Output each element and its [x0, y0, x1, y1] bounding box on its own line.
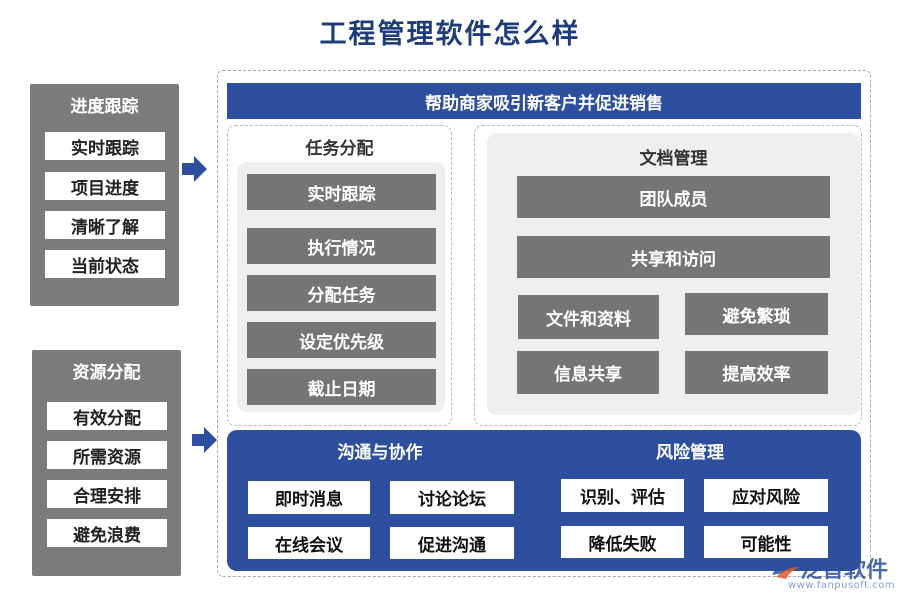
task-item: 截止日期	[247, 369, 436, 405]
doc-item: 信息共享	[517, 351, 659, 394]
list-item: 当前状态	[45, 250, 165, 278]
task-item: 设定优先级	[247, 322, 436, 358]
risk-item: 降低失败	[561, 526, 684, 558]
communication-item: 即时消息	[248, 481, 370, 514]
doc-item: 避免繁琐	[685, 293, 828, 335]
risk-title: 风险管理	[656, 443, 724, 463]
list-item: 有效分配	[47, 402, 167, 430]
brand-logo-icon	[772, 558, 800, 579]
risk-item: 可能性	[704, 526, 828, 558]
doc-section	[474, 125, 862, 426]
left-panel-resources: 资源分配 有效分配 所需资源 合理安排 避免浪费	[32, 350, 181, 576]
list-item: 项目进度	[45, 172, 165, 200]
communication-title: 沟通与协作	[337, 443, 423, 463]
task-item: 分配任务	[247, 275, 436, 311]
task-section	[227, 125, 452, 426]
task-item: 执行情况	[247, 228, 436, 264]
doc-item: 提高效率	[685, 351, 828, 394]
list-item: 清晰了解	[45, 211, 165, 239]
panel-title: 进度跟踪	[70, 97, 139, 117]
header-bar: 帮助商家吸引新客户并促进销售	[227, 83, 861, 119]
list-item: 合理安排	[47, 480, 167, 508]
task-item: 实时跟踪	[247, 174, 436, 210]
doc-item: 文件和资料	[518, 295, 659, 339]
doc-item: 共享和访问	[517, 236, 830, 278]
risk-item: 识别、评估	[561, 479, 684, 512]
communication-item: 在线会议	[248, 527, 370, 559]
list-item: 实时跟踪	[45, 132, 165, 160]
panel-title: 资源分配	[72, 363, 141, 383]
arrow-right-icon	[192, 427, 217, 453]
communication-item: 讨论论坛	[390, 481, 514, 514]
communication-item: 促进沟通	[390, 527, 514, 559]
doc-section-title: 文档管理	[639, 149, 708, 169]
page-title: 工程管理软件怎么样	[319, 19, 581, 50]
task-section-title: 任务分配	[305, 139, 374, 159]
risk-item: 应对风险	[704, 479, 828, 512]
left-panel-progress: 进度跟踪 实时跟踪 项目进度 清晰了解 当前状态	[30, 84, 179, 306]
list-item: 所需资源	[47, 441, 167, 469]
arrow-right-icon	[182, 156, 207, 182]
watermark-url: www.fanpusoft.com	[788, 580, 896, 591]
watermark-brand: 泛普软件	[800, 558, 889, 583]
doc-item: 团队成员	[517, 176, 830, 218]
main-container	[217, 70, 871, 577]
list-item: 避免浪费	[47, 519, 167, 547]
